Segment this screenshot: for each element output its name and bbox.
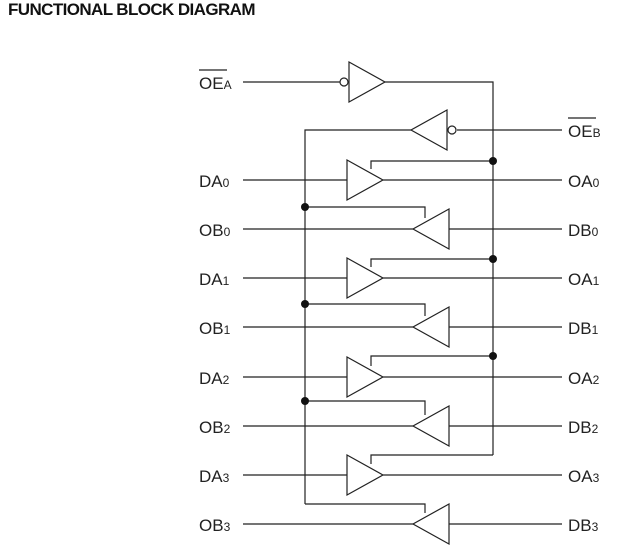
buffer-b2 bbox=[411, 404, 450, 448]
enable-tap-b1 bbox=[305, 303, 426, 316]
buffer-b1 bbox=[411, 305, 450, 349]
left-label-ob2: OB2 bbox=[199, 418, 231, 437]
oe-a-enable-rail bbox=[385, 81, 494, 455]
oe-b-label-main: OE bbox=[568, 122, 593, 141]
left-label-da1: DA1 bbox=[199, 270, 230, 289]
left-label-ob3: OB3 bbox=[199, 516, 231, 535]
enable-tap-a3 bbox=[370, 454, 493, 464]
oe-a-inversion-bubble bbox=[339, 77, 349, 87]
left-label-da0: DA0 bbox=[199, 172, 230, 191]
oe-a-label-main: OE bbox=[199, 74, 224, 93]
right-label-oa2: OA2 bbox=[568, 369, 600, 388]
oe-b-label-sub: B bbox=[593, 126, 601, 140]
oe-a-label: OEA bbox=[199, 74, 232, 93]
right-label-db0: DB0 bbox=[568, 221, 599, 240]
right-label-oa1: OA1 bbox=[568, 270, 600, 289]
buffer-b0 bbox=[411, 207, 450, 251]
buffer-a1 bbox=[346, 256, 385, 300]
junction-dot bbox=[301, 397, 309, 405]
right-label-oa3: OA3 bbox=[568, 467, 600, 486]
buffer-b3 bbox=[411, 502, 450, 546]
left-label-ob0: OB0 bbox=[199, 221, 231, 240]
junction-dot bbox=[301, 203, 309, 211]
page-title: FUNCTIONAL BLOCK DIAGRAM bbox=[8, 0, 255, 19]
enable-tap-b0 bbox=[305, 206, 426, 218]
left-label-ob1: OB1 bbox=[199, 319, 231, 338]
junction-dot bbox=[489, 352, 497, 360]
buffer-a3 bbox=[346, 453, 385, 497]
right-label-oa0: OA0 bbox=[568, 172, 600, 191]
oe-b-enable-rail bbox=[304, 129, 411, 504]
right-label-db1: DB1 bbox=[568, 319, 599, 338]
left-label-da3: DA3 bbox=[199, 467, 230, 486]
enable-tap-b2 bbox=[305, 400, 426, 415]
oe-b-inversion-bubble bbox=[447, 125, 457, 135]
junction-dot bbox=[489, 255, 497, 263]
left-label-da2: DA2 bbox=[199, 369, 230, 388]
buffer-a2 bbox=[346, 355, 385, 399]
oe-a-buffer bbox=[348, 60, 387, 104]
junction-dot bbox=[489, 157, 497, 165]
oe-b-buffer bbox=[409, 108, 448, 152]
right-label-db2: DB2 bbox=[568, 418, 599, 437]
oe-b-label: OEB bbox=[568, 122, 601, 141]
enable-tap-a0 bbox=[370, 160, 493, 169]
right-label-db3: DB3 bbox=[568, 516, 599, 535]
enable-tap-b3 bbox=[305, 503, 426, 513]
buffer-a0 bbox=[346, 158, 385, 202]
oe-a-label-sub: A bbox=[224, 78, 232, 92]
enable-tap-a1 bbox=[370, 258, 493, 267]
enable-tap-a2 bbox=[370, 355, 493, 366]
junction-dot bbox=[301, 300, 309, 308]
